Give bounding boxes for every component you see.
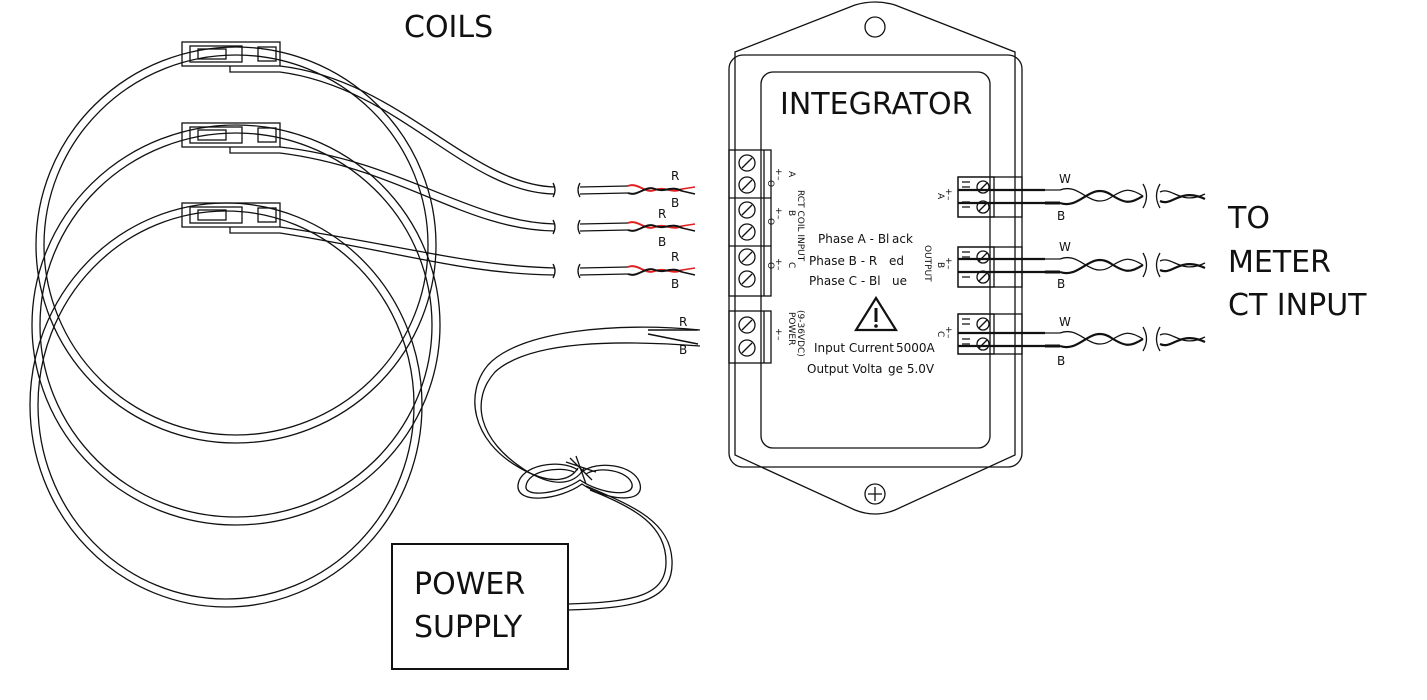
- minus-b-label: –: [773, 215, 783, 220]
- output-voltage-label: Output Volta: [807, 362, 883, 376]
- coil-input-terminal-block[interactable]: [728, 149, 772, 297]
- phase-a-color-right: ack: [892, 232, 913, 246]
- power-plus-label: +: [773, 328, 783, 336]
- coil-connector-c: [181, 202, 281, 234]
- ground-b-label: O: [765, 218, 775, 225]
- phase-b-color-right: ed: [889, 254, 904, 268]
- coil-input-labels: O + – A O + – B O + – C RCT COIL INPUT: [765, 168, 805, 271]
- plus-c-label: +: [773, 258, 783, 266]
- integrator-box: INTEGRATOR O + – A O + – B: [728, 1, 1023, 515]
- phase-b-label: B: [786, 210, 796, 216]
- coil-c-black-label: B: [671, 277, 679, 291]
- output-labels: A + – B + – C + – OUTPUT: [922, 188, 953, 339]
- out-c-label: C: [935, 331, 945, 337]
- coil-c-red-label: R: [671, 250, 679, 264]
- coils: [29, 41, 629, 608]
- mount-hole-top: [864, 16, 886, 38]
- minus-c-label: –: [773, 266, 783, 271]
- phase-a-color-left: Phase A - Bl: [818, 232, 889, 246]
- phase-color-info: Phase A - Bl ack Phase B - R ed Phase C …: [809, 232, 913, 288]
- warning-icon: [854, 295, 898, 332]
- ct-input-label: CT INPUT: [1228, 288, 1367, 323]
- coil-connector-b: [181, 122, 281, 154]
- output-voltage-value: ge 5.0V: [888, 362, 935, 376]
- power-wiring: R B: [474, 315, 701, 611]
- out-b-black-label: B: [1057, 277, 1065, 291]
- out-b-white-label: W: [1059, 240, 1071, 254]
- output-label: OUTPUT: [922, 245, 932, 282]
- to-label: TO: [1227, 201, 1270, 236]
- out-a-black-label: B: [1057, 209, 1065, 223]
- out-b-minus: –: [943, 265, 953, 270]
- coil-b-black-label: B: [658, 235, 666, 249]
- power-terminal-block[interactable]: [728, 310, 772, 364]
- power-supply-box: POWER SUPPLY: [391, 543, 569, 670]
- out-a-plus: +: [943, 188, 953, 196]
- out-c-black-label: B: [1057, 354, 1065, 368]
- coil-a-red-label: R: [671, 169, 679, 183]
- meter-label: METER: [1228, 245, 1331, 280]
- ratings-info: Input Current 5000A Output Volta ge 5.0V: [807, 341, 936, 376]
- minus-a-label: –: [773, 176, 783, 181]
- coil-b-red-label: R: [658, 207, 666, 221]
- out-c-white-label: W: [1059, 315, 1071, 329]
- plus-a-label: +: [773, 168, 783, 176]
- integrator-label: INTEGRATOR: [780, 87, 972, 122]
- coil-input-label: RCT COIL INPUT: [795, 190, 805, 262]
- out-a-label: A: [935, 193, 945, 200]
- power-range-label: (9-36VDC): [795, 310, 805, 357]
- output-wires: W B W B W B: [958, 172, 1206, 368]
- out-c-minus: –: [943, 334, 953, 339]
- power-label-line2: SUPPLY: [414, 610, 523, 645]
- out-c-plus: +: [943, 326, 953, 334]
- coil-a-black-label: B: [671, 196, 679, 210]
- ground-c-label: O: [765, 262, 775, 269]
- phase-c-label: C: [786, 262, 796, 268]
- plus-b-label: +: [773, 207, 783, 215]
- out-a-minus: –: [943, 196, 953, 201]
- ground-a-label: O: [765, 180, 775, 187]
- mount-hole-bottom: [864, 483, 886, 505]
- phase-a-label: A: [786, 171, 796, 178]
- phase-c-color-left: Phase C - Bl: [809, 274, 881, 288]
- power-minus-label: –: [773, 336, 783, 341]
- output-terminal-b[interactable]: [957, 246, 1023, 288]
- power-red-label: R: [679, 315, 687, 329]
- coils-label: COILS: [404, 10, 493, 45]
- coil-connector-a: [181, 41, 281, 73]
- power-black-label: B: [679, 343, 687, 357]
- out-b-label: B: [935, 262, 945, 268]
- phase-c-color-right: ue: [892, 274, 907, 288]
- phase-b-color-left: Phase B - R: [809, 254, 877, 268]
- input-current-label: Input Current: [814, 341, 894, 355]
- power-labels: + – POWER (9-36VDC): [773, 310, 805, 357]
- power-label: POWER: [786, 312, 796, 345]
- out-a-white-label: W: [1059, 172, 1071, 186]
- out-b-plus: +: [943, 257, 953, 265]
- coil-wire-ends: R B R B R B: [627, 169, 696, 291]
- power-label-line1: POWER: [414, 567, 525, 602]
- input-current-value: 5000A: [896, 341, 936, 355]
